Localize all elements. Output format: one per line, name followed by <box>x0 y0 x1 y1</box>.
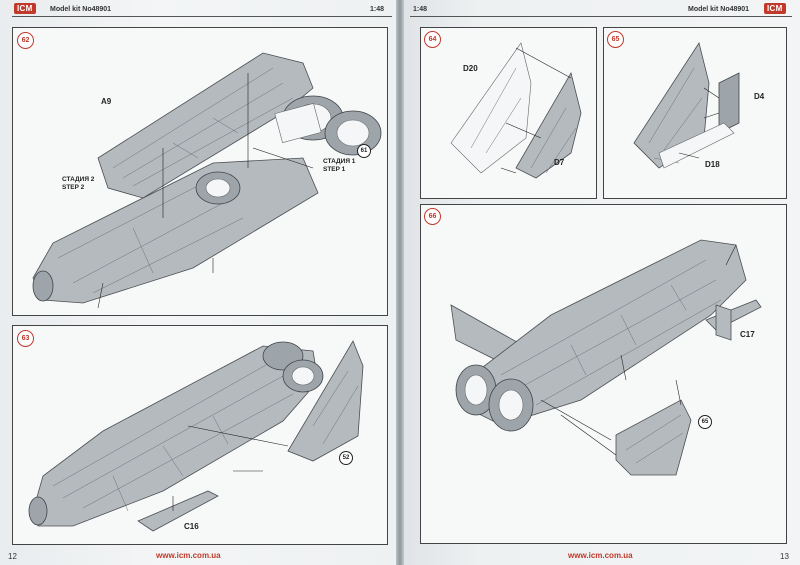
left-page-number: 12 <box>8 552 17 561</box>
right-footer-url[interactable]: www.icm.com.ua <box>568 551 633 560</box>
part-c17-label: C17 <box>740 330 755 339</box>
left-header-rule <box>12 16 392 17</box>
step-66-panel: 66 C17 65 <box>420 204 787 544</box>
part-d18-label: D18 <box>705 160 720 169</box>
step-62-panel: 62 A9 СТАДИЯ 2 STEP 2 СТАДИЯ 1 STEP 1 61 <box>12 27 388 316</box>
left-scale: 1:48 <box>370 6 385 13</box>
step-62-drawing <box>32 52 382 309</box>
right-header-rule <box>410 16 792 17</box>
icm-logo-left: ICM <box>14 3 36 14</box>
left-footer-url[interactable]: www.icm.com.ua <box>156 551 221 560</box>
step-65-badge: 65 <box>607 31 624 48</box>
step-64-drawing <box>450 42 582 179</box>
icm-logo-right: ICM <box>764 3 786 14</box>
part-d7-label: D7 <box>554 158 565 167</box>
stage-2-ru-label: СТАДИЯ 2 <box>62 176 95 183</box>
step-66-drawing <box>450 239 762 476</box>
step-65-drawing <box>633 42 740 169</box>
step-52-reference: 52 <box>339 451 353 465</box>
book-spine <box>396 0 404 565</box>
right-scale: 1:48 <box>413 6 428 13</box>
part-d20-label: D20 <box>463 64 478 73</box>
step-62-badge: 62 <box>17 32 34 49</box>
part-c16-label: C16 <box>184 522 199 531</box>
part-d4-label: D4 <box>754 92 765 101</box>
stage-1-en-label: STEP 1 <box>323 166 346 173</box>
right-page-number: 13 <box>780 552 789 561</box>
step-65-reference: 65 <box>698 415 712 429</box>
stage-2-en-label: STEP 2 <box>62 184 85 191</box>
step-63-badge: 63 <box>17 330 34 347</box>
part-a9-label: A9 <box>101 97 112 106</box>
right-kit-number: Model kit No48901 <box>688 6 750 13</box>
step-64-panel: 64 D20 D7 <box>420 27 597 199</box>
step-64-badge: 64 <box>424 31 441 48</box>
step-66-badge: 66 <box>424 208 441 225</box>
step-61-reference: 61 <box>357 144 371 158</box>
step-65-panel: 65 D4 D18 <box>603 27 787 199</box>
step-63-drawing <box>28 340 364 532</box>
left-kit-number: Model kit No48901 <box>50 6 112 13</box>
step-63-panel: 63 52 C16 <box>12 325 388 545</box>
stage-1-ru-label: СТАДИЯ 1 <box>323 158 356 165</box>
